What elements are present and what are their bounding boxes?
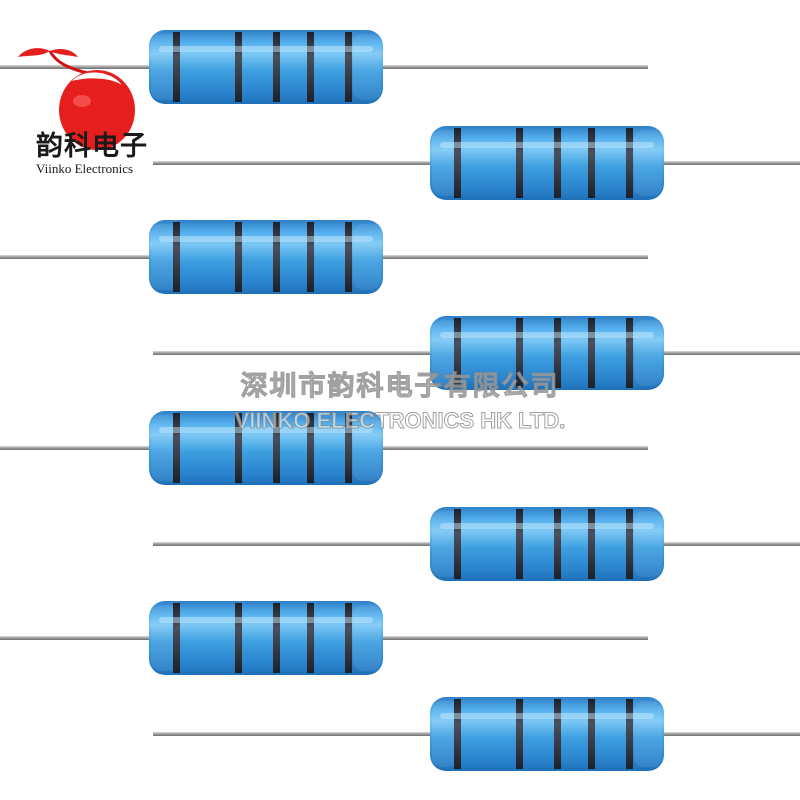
resistor [153,697,800,771]
color-band [516,509,523,579]
resistor [0,601,648,675]
resistor [153,507,800,581]
resistor [0,411,648,485]
color-band [516,128,523,198]
color-band [273,222,280,292]
resistor-cap-right [634,320,662,386]
resistor [153,316,800,390]
resistor-highlight [440,523,654,529]
color-band [307,32,314,102]
color-band [235,603,242,673]
color-band [173,32,180,102]
color-band [345,32,352,102]
resistor-body [430,697,664,771]
color-band [588,509,595,579]
color-band [307,603,314,673]
resistor-cap-left [151,415,179,481]
resistor-highlight [440,142,654,148]
resistor-body [149,220,383,294]
resistor-cap-left [432,701,460,767]
resistor-cap-right [353,415,381,481]
color-band [454,699,461,769]
color-band [345,413,352,483]
watermark-english: VIINKO ELECTRONICS HK LTD. [234,408,566,434]
resistor-body [149,601,383,675]
cherry-logo-icon [18,48,135,150]
resistor-body [149,411,383,485]
resistor-highlight [159,617,373,623]
resistor-cap-left [151,605,179,671]
color-band [626,128,633,198]
resistor-cap-right [353,224,381,290]
resistor-cap-right [353,605,381,671]
resistor [0,220,648,294]
color-band [588,128,595,198]
color-band [273,603,280,673]
color-band [345,603,352,673]
color-band [345,222,352,292]
resistor-body [430,316,664,390]
color-band [516,318,523,388]
resistor-cap-left [151,224,179,290]
color-band [454,318,461,388]
resistor-body [149,30,383,104]
resistor-cap-right [353,34,381,100]
color-band [273,413,280,483]
color-band [554,699,561,769]
resistor [0,30,648,104]
resistor-highlight [440,713,654,719]
color-band [554,318,561,388]
resistor-cap-right [634,130,662,196]
resistor-highlight [159,46,373,52]
color-band [273,32,280,102]
resistor-cap-left [432,320,460,386]
color-band [307,222,314,292]
color-band [173,222,180,292]
color-band [626,509,633,579]
resistor-cap-left [432,130,460,196]
resistor-cap-right [634,511,662,577]
color-band [554,509,561,579]
color-band [235,413,242,483]
color-band [516,699,523,769]
color-band [307,413,314,483]
resistor-highlight [159,236,373,242]
color-band [235,32,242,102]
resistor-cap-left [151,34,179,100]
color-band [454,128,461,198]
watermark-chinese: 深圳市韵科电子有限公司 [240,371,560,403]
resistor-highlight [440,332,654,338]
color-band [588,699,595,769]
color-band [173,603,180,673]
color-band [235,222,242,292]
color-band [454,509,461,579]
resistor-cap-left [432,511,460,577]
brand-chinese-name: 韵科电子 [36,131,148,162]
color-band [173,413,180,483]
resistor [153,126,800,200]
resistor-cap-right [634,701,662,767]
resistor-body [430,126,664,200]
brand-english-name: Viinko Electronics [36,161,134,176]
resistor-body [430,507,664,581]
color-band [626,699,633,769]
brand-logo [18,48,135,150]
color-band [626,318,633,388]
resistor-highlight [159,427,373,433]
color-band [554,128,561,198]
color-band [588,318,595,388]
